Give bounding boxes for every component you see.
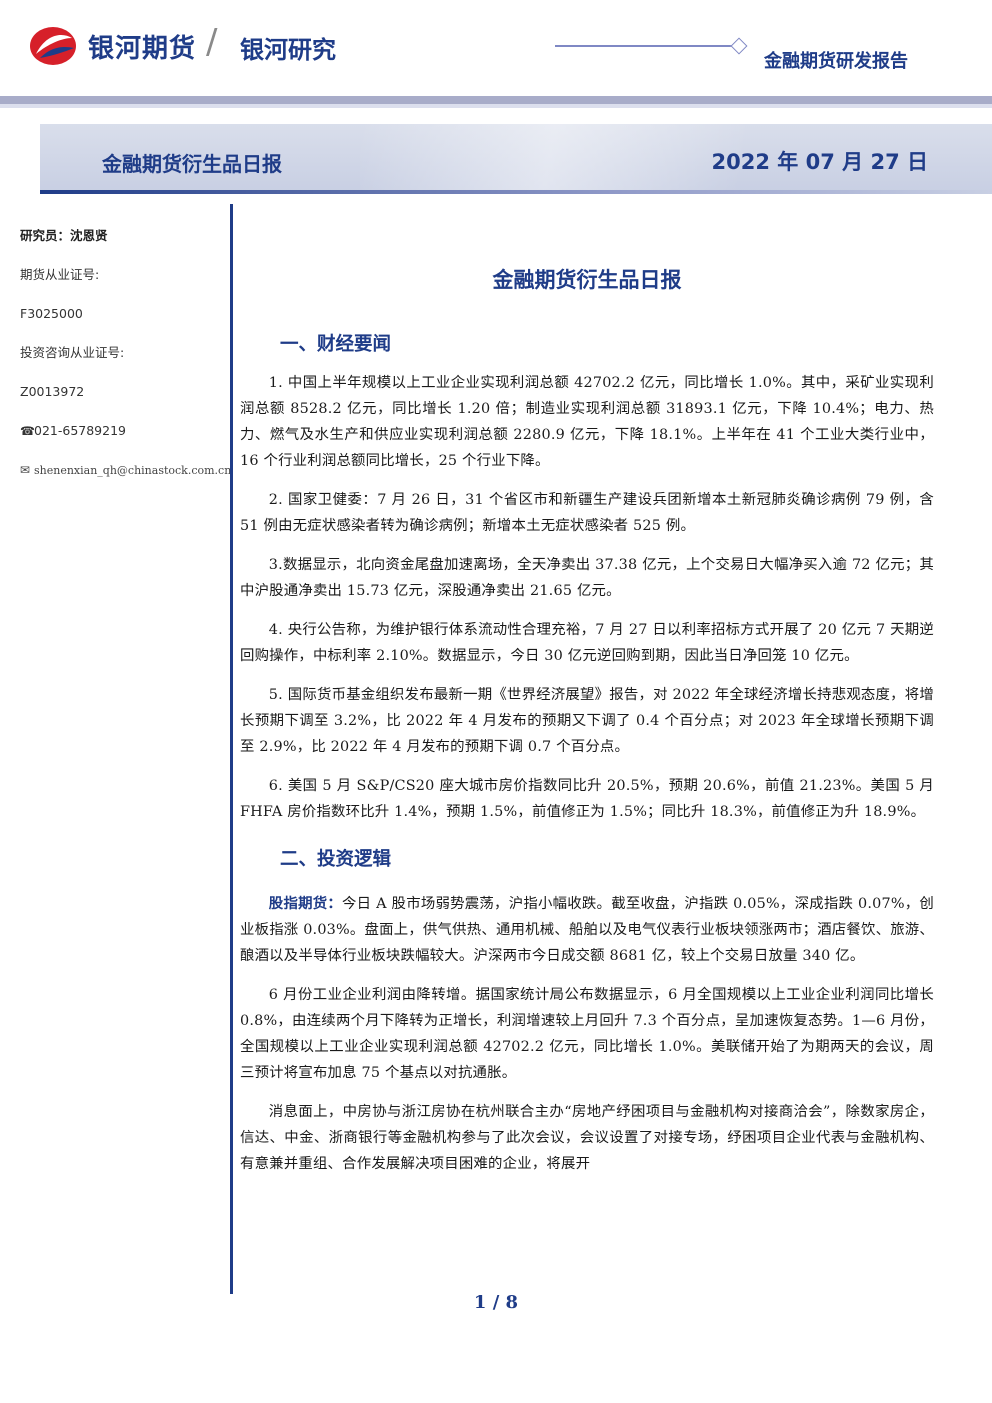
sub-brand-name: 银河研究: [240, 36, 336, 64]
envelope-icon: ✉: [20, 463, 31, 477]
banner-title: 金融期货衍生品日报: [102, 152, 282, 176]
news-item: 4. 央行公告称，为维护银行体系流动性合理充裕，7 月 27 日以利率招标方式开…: [240, 622, 934, 664]
header-band: [0, 96, 992, 104]
phone-icon: ☎: [20, 424, 35, 438]
page-header: 银河期货 / 银河研究 金融期货研发报告: [0, 0, 992, 110]
advisory-cert-number: Z0013972: [20, 384, 85, 399]
document-title: 金融期货衍生品日报: [492, 268, 682, 292]
news-item: 5. 国际货币基金组织发布最新一期《世界经济展望》报告，对 2022 年全球经济…: [240, 687, 934, 755]
news-item: 3.数据显示，北向资金尾盘加速离场，全天净卖出 37.38 亿元，上个交易日大幅…: [240, 557, 934, 599]
sidebar-divider: [230, 204, 233, 1294]
logic-paragraph: 消息面上，中房协与浙江房协在杭州联合主办“房地产纾困项目与金融机构对接商洽会”，…: [240, 1104, 934, 1172]
news-item: 2. 国家卫健委：7 月 26 日，31 个省区市和新疆生产建设兵团新增本土新冠…: [240, 492, 934, 534]
report-body: 金融期货衍生品日报 一、财经要闻 1. 中国上半年规模以上工业企业实现利润总额 …: [240, 258, 934, 1190]
section-heading-logic: 二、投资逻辑: [280, 849, 392, 870]
banner-highlight: [360, 124, 992, 192]
header-band-light: [0, 104, 992, 108]
email-line[interactable]: ✉shenenxian_qh@chinastock.com.cn: [20, 462, 231, 479]
logic-paragraph: 股指期货：今日 A 股市场弱势震荡，沪指小幅收跌。截至收盘，沪指跌 0.05%，…: [240, 891, 934, 969]
futures-cert-label: 期货从业证号:: [20, 267, 100, 282]
page-number: 1 / 8: [473, 1292, 519, 1313]
brand-name: 银河期货: [88, 34, 197, 64]
logic-text: 今日 A 股市场弱势震荡，沪指小幅收跌。截至收盘，沪指跌 0.05%，深成指跌 …: [240, 896, 934, 964]
phone-number: 021-65789219: [34, 423, 126, 438]
section-heading-news: 一、财经要闻: [280, 334, 392, 355]
researcher-name: 研究员：沈恩贤: [20, 228, 108, 243]
logic-lead: 股指期货：: [268, 896, 343, 912]
futures-cert-number: F3025000: [20, 306, 83, 321]
email-address[interactable]: shenenxian_qh@chinastock.com.cn: [34, 464, 232, 477]
logic-paragraph: 6 月份工业企业利润由降转增。据国家统计局公布数据显示，6 月全国规模以上工业企…: [240, 987, 934, 1081]
brand-divider: /: [206, 22, 218, 62]
diamond-icon: [730, 37, 748, 55]
header-rule: [555, 45, 733, 47]
title-banner: 金融期货衍生品日报 2022 年 07 月 27 日: [40, 124, 992, 192]
news-item: 6. 美国 5 月 S&P/CS20 座大城市房价指数同比升 20.5%，预期 …: [240, 778, 934, 820]
report-type: 金融期货研发报告: [764, 51, 908, 72]
news-item: 1. 中国上半年规模以上工业企业实现利润总额 42702.2 亿元，同比增长 1…: [240, 375, 934, 469]
galaxy-logo-icon: [30, 27, 76, 65]
banner-underline: [40, 190, 992, 194]
author-sidebar: 研究员：沈恩贤 期货从业证号: F3025000 投资咨询从业证号: Z0013…: [20, 228, 231, 502]
advisory-cert-label: 投资咨询从业证号:: [20, 345, 125, 360]
report-date: 2022 年 07 月 27 日: [711, 150, 928, 174]
phone-line: ☎021-65789219: [20, 423, 225, 439]
